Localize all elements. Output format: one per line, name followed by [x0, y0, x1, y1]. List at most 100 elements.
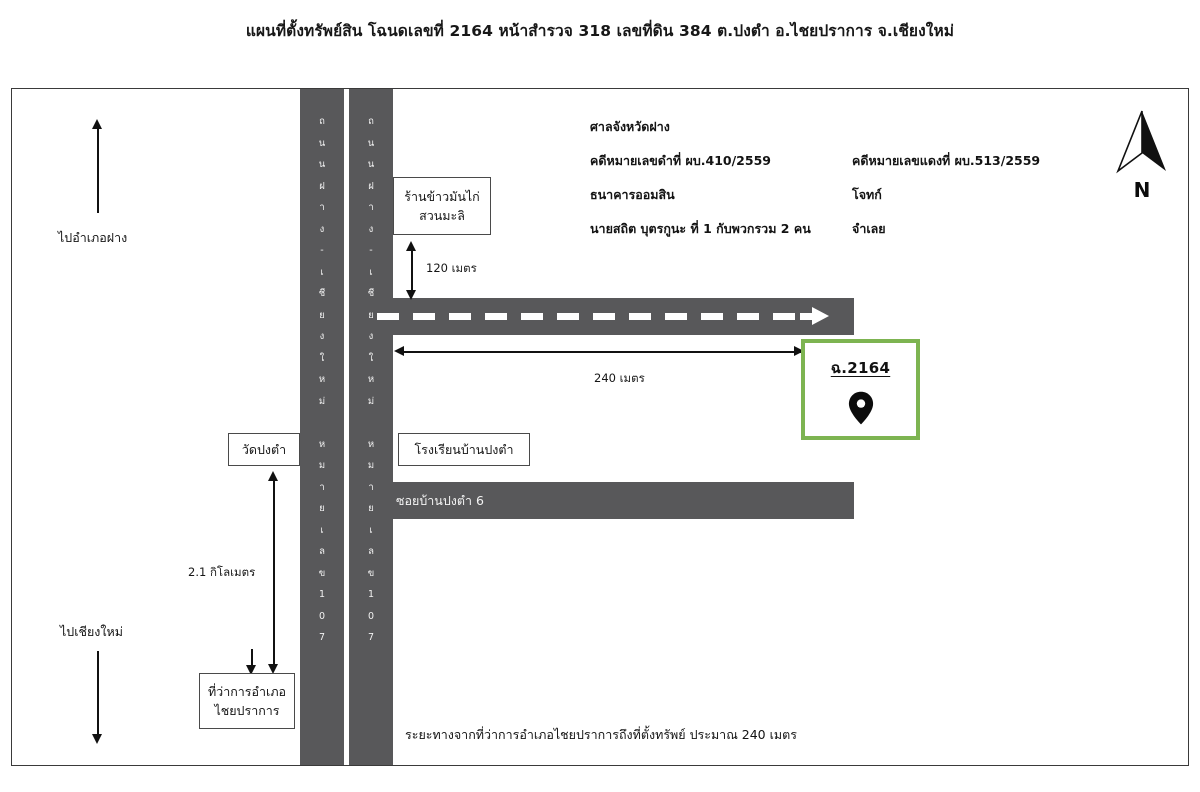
road-name-char: ย	[319, 309, 325, 321]
road-name-char: ย	[368, 503, 374, 514]
road-name-char: ย	[368, 309, 374, 321]
case-info-block: ศาลจังหวัดฝาง คดีหมายเลขดำที่ ผบ.410/255…	[590, 117, 1080, 253]
defendant-role: จำเลย	[852, 221, 886, 236]
plaintiff-name: ธนาคารออมสิน	[590, 187, 675, 202]
road-highway-west-lane	[300, 89, 344, 765]
road-name-char: 1	[318, 589, 326, 600]
property-location-box[interactable]: ฉ.2164	[801, 339, 920, 440]
road-local-vertical	[367, 89, 393, 765]
road-name-char: 7	[367, 632, 375, 643]
dimension-120m-arrow-top-icon	[406, 241, 416, 251]
road-name-char: ม	[367, 460, 375, 471]
plaintiff-row: ธนาคารออมสิน โจทก์	[590, 185, 1080, 205]
direction-label-south: ไปเชียงใหม่	[60, 624, 123, 639]
case-number-row: คดีหมายเลขดำที่ ผบ.410/2559 คดีหมายเลขแด…	[590, 151, 1080, 171]
road-name-label-east: ถ น น ฝ า ง - เ ชี ย ง ใ ห ม่ ห ม า ย เ …	[360, 111, 382, 649]
landmark-label-line1: ร้านข้าวมันไก่	[404, 188, 480, 204]
north-arrow-label: N	[1133, 178, 1151, 202]
dimension-120m-label: 120 เมตร	[426, 261, 477, 275]
road-name-char: ข	[318, 567, 326, 579]
road-name-char: ม่	[318, 395, 326, 407]
road-name-char	[311, 412, 333, 434]
road-name-char: ง	[368, 331, 374, 342]
direction-arrow-north-shaft	[97, 127, 99, 213]
road-name-char: ง	[319, 331, 325, 342]
road-name-char: ห	[367, 438, 375, 450]
direction-arrow-south-shaft	[97, 651, 99, 737]
road-name-char: ห	[367, 374, 375, 385]
landmark-label: วัดปงตำ	[241, 441, 287, 457]
defendant-name: นายสถิต บุตรกูนะ ที่ 1 กับพวกรวม 2 คน	[590, 221, 811, 236]
landmark-label-line2: สวนมะลิ	[419, 208, 465, 223]
dimension-120m-shaft	[411, 249, 413, 293]
road-name-char: ใ	[319, 352, 325, 364]
road-name-char: ชี	[318, 288, 326, 299]
road-name-char: -	[369, 245, 373, 256]
landmark-chicken-rice-shop[interactable]: ร้านข้าวมันไก่ สวนมะลิ	[393, 177, 491, 235]
road-name-char: เ	[320, 524, 324, 536]
dimension-240m-shaft	[402, 351, 802, 353]
road-name-char: 7	[318, 632, 326, 643]
road-name-char: -	[320, 245, 324, 256]
dimension-240m-arrow-left-icon	[394, 346, 404, 356]
road-dashed-centerline	[377, 313, 817, 320]
red-case-number: คดีหมายเลขแดงที่ ผบ.513/2559	[852, 153, 1041, 168]
landmark-temple[interactable]: วัดปงตำ	[228, 433, 300, 466]
compass-needle-icon	[1116, 110, 1166, 174]
road-name-char: ล	[319, 546, 325, 557]
road-label-soi: ซอยบ้านปงตำ 6	[396, 493, 484, 508]
road-name-char: ใ	[368, 352, 374, 364]
landmark-district-office[interactable]: ที่ว่าการอำเภอ ไชยปราการ	[199, 673, 295, 729]
road-name-char: า	[368, 481, 374, 493]
north-arrow: N	[1110, 109, 1174, 201]
road-name-char: ฝ	[368, 180, 374, 192]
road-name-char: า	[319, 202, 325, 213]
road-direction-arrow-icon	[812, 307, 829, 325]
road-name-char: เ	[369, 524, 373, 536]
road-name-char: ข	[367, 567, 375, 579]
road-name-char: 0	[367, 610, 375, 622]
road-name-char: ม	[318, 460, 326, 471]
property-deed-number: ฉ.2164	[830, 359, 891, 377]
road-name-char: ห	[318, 374, 326, 385]
road-name-char: เ	[320, 266, 324, 278]
landmark-label-line2: ไชยปราการ	[214, 703, 280, 718]
court-name: ศาลจังหวัดฝาง	[590, 119, 670, 134]
road-name-char: ล	[368, 546, 374, 557]
road-soi-horizontal	[367, 482, 854, 519]
office-connector-shaft	[251, 649, 253, 671]
road-name-char: 0	[318, 610, 326, 622]
road-name-char: ชี	[367, 288, 375, 299]
road-name-char	[360, 412, 382, 434]
dimension-240m-arrow-right-icon	[794, 346, 804, 356]
road-name-char: ห	[318, 438, 326, 450]
road-name-char: ถ	[319, 116, 325, 127]
road-name-char: 1	[367, 589, 375, 600]
road-name-char: น	[318, 137, 326, 149]
road-name-char: า	[319, 481, 325, 493]
landmark-school[interactable]: โรงเรียนบ้านปงตำ	[398, 433, 530, 466]
map-caption: ระยะทางจากที่ว่าการอำเภอไชยปราการถึงที่ต…	[405, 727, 797, 742]
road-name-char: น	[318, 159, 326, 170]
dimension-240m-label: 240 เมตร	[594, 371, 645, 385]
defendant-row: นายสถิต บุตรกูนะ ที่ 1 กับพวกรวม 2 คน จำ…	[590, 219, 1080, 239]
page-title: แผนที่ตั้งทรัพย์สิน โฉนดเลขที่ 2164 หน้า…	[245, 22, 955, 40]
road-name-char: ถ	[368, 116, 374, 127]
road-name-char: ฝ	[319, 180, 325, 192]
dimension-120m-arrow-bottom-icon	[406, 290, 416, 300]
dimension-21km-arrow-bottom-icon	[268, 664, 278, 674]
map-canvas: ถ น น ฝ า ง - เ ชี ย ง ใ ห ม่ ห ม า ย เ …	[11, 88, 1189, 766]
dimension-21km-shaft	[273, 479, 275, 667]
black-case-number: คดีหมายเลขดำที่ ผบ.410/2559	[590, 153, 771, 168]
direction-arrow-north-icon	[92, 119, 102, 129]
road-name-char: ย	[319, 503, 325, 514]
road-name-char: เ	[369, 266, 373, 278]
road-direction-arrow-tail	[800, 313, 816, 320]
road-name-char: ม่	[367, 395, 375, 407]
landmark-label-line1: ที่ว่าการอำเภอ	[207, 683, 287, 699]
landmark-label: โรงเรียนบ้านปงตำ	[414, 441, 514, 457]
road-name-char: ง	[319, 223, 325, 235]
dimension-21km-arrow-top-icon	[268, 471, 278, 481]
dimension-21km-label: 2.1 กิโลเมตร	[188, 565, 256, 579]
road-name-label-west: ถ น น ฝ า ง - เ ชี ย ง ใ ห ม่ ห ม า ย เ …	[311, 111, 333, 649]
